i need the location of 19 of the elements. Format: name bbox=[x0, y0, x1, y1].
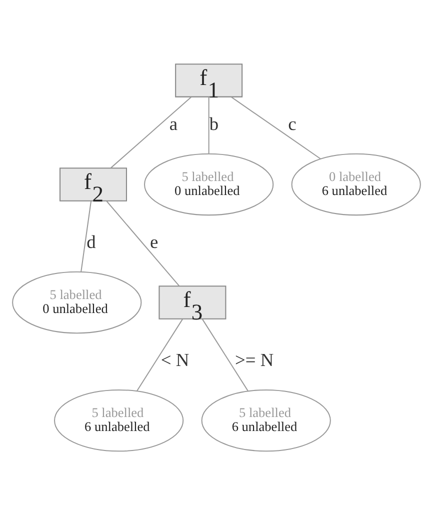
connector bbox=[110, 96, 192, 168]
edge-label: < N bbox=[160, 350, 190, 370]
connector bbox=[80, 201, 92, 272]
edge-label: c bbox=[288, 114, 296, 134]
node-ellipse: 5 labelled 6 unlabelled bbox=[201, 389, 331, 452]
connector bbox=[202, 318, 249, 392]
node-ellipse: 5 labelled 0 unlabelled bbox=[144, 153, 274, 216]
edge-label: d bbox=[86, 232, 96, 252]
node-ellipse: 0 labelled 6 unlabelled bbox=[291, 153, 421, 216]
edge-label: a bbox=[169, 114, 178, 134]
connector bbox=[208, 96, 210, 154]
connector bbox=[136, 318, 183, 392]
edge-label: e bbox=[150, 232, 158, 252]
edge-label: b bbox=[209, 114, 219, 134]
connector bbox=[106, 200, 180, 286]
connector bbox=[230, 96, 321, 160]
edge-label: >= N bbox=[235, 350, 274, 370]
node-ellipse: 5 labelled 0 unlabelled bbox=[12, 271, 142, 334]
node-ellipse: 5 labelled 6 unlabelled bbox=[54, 389, 184, 452]
